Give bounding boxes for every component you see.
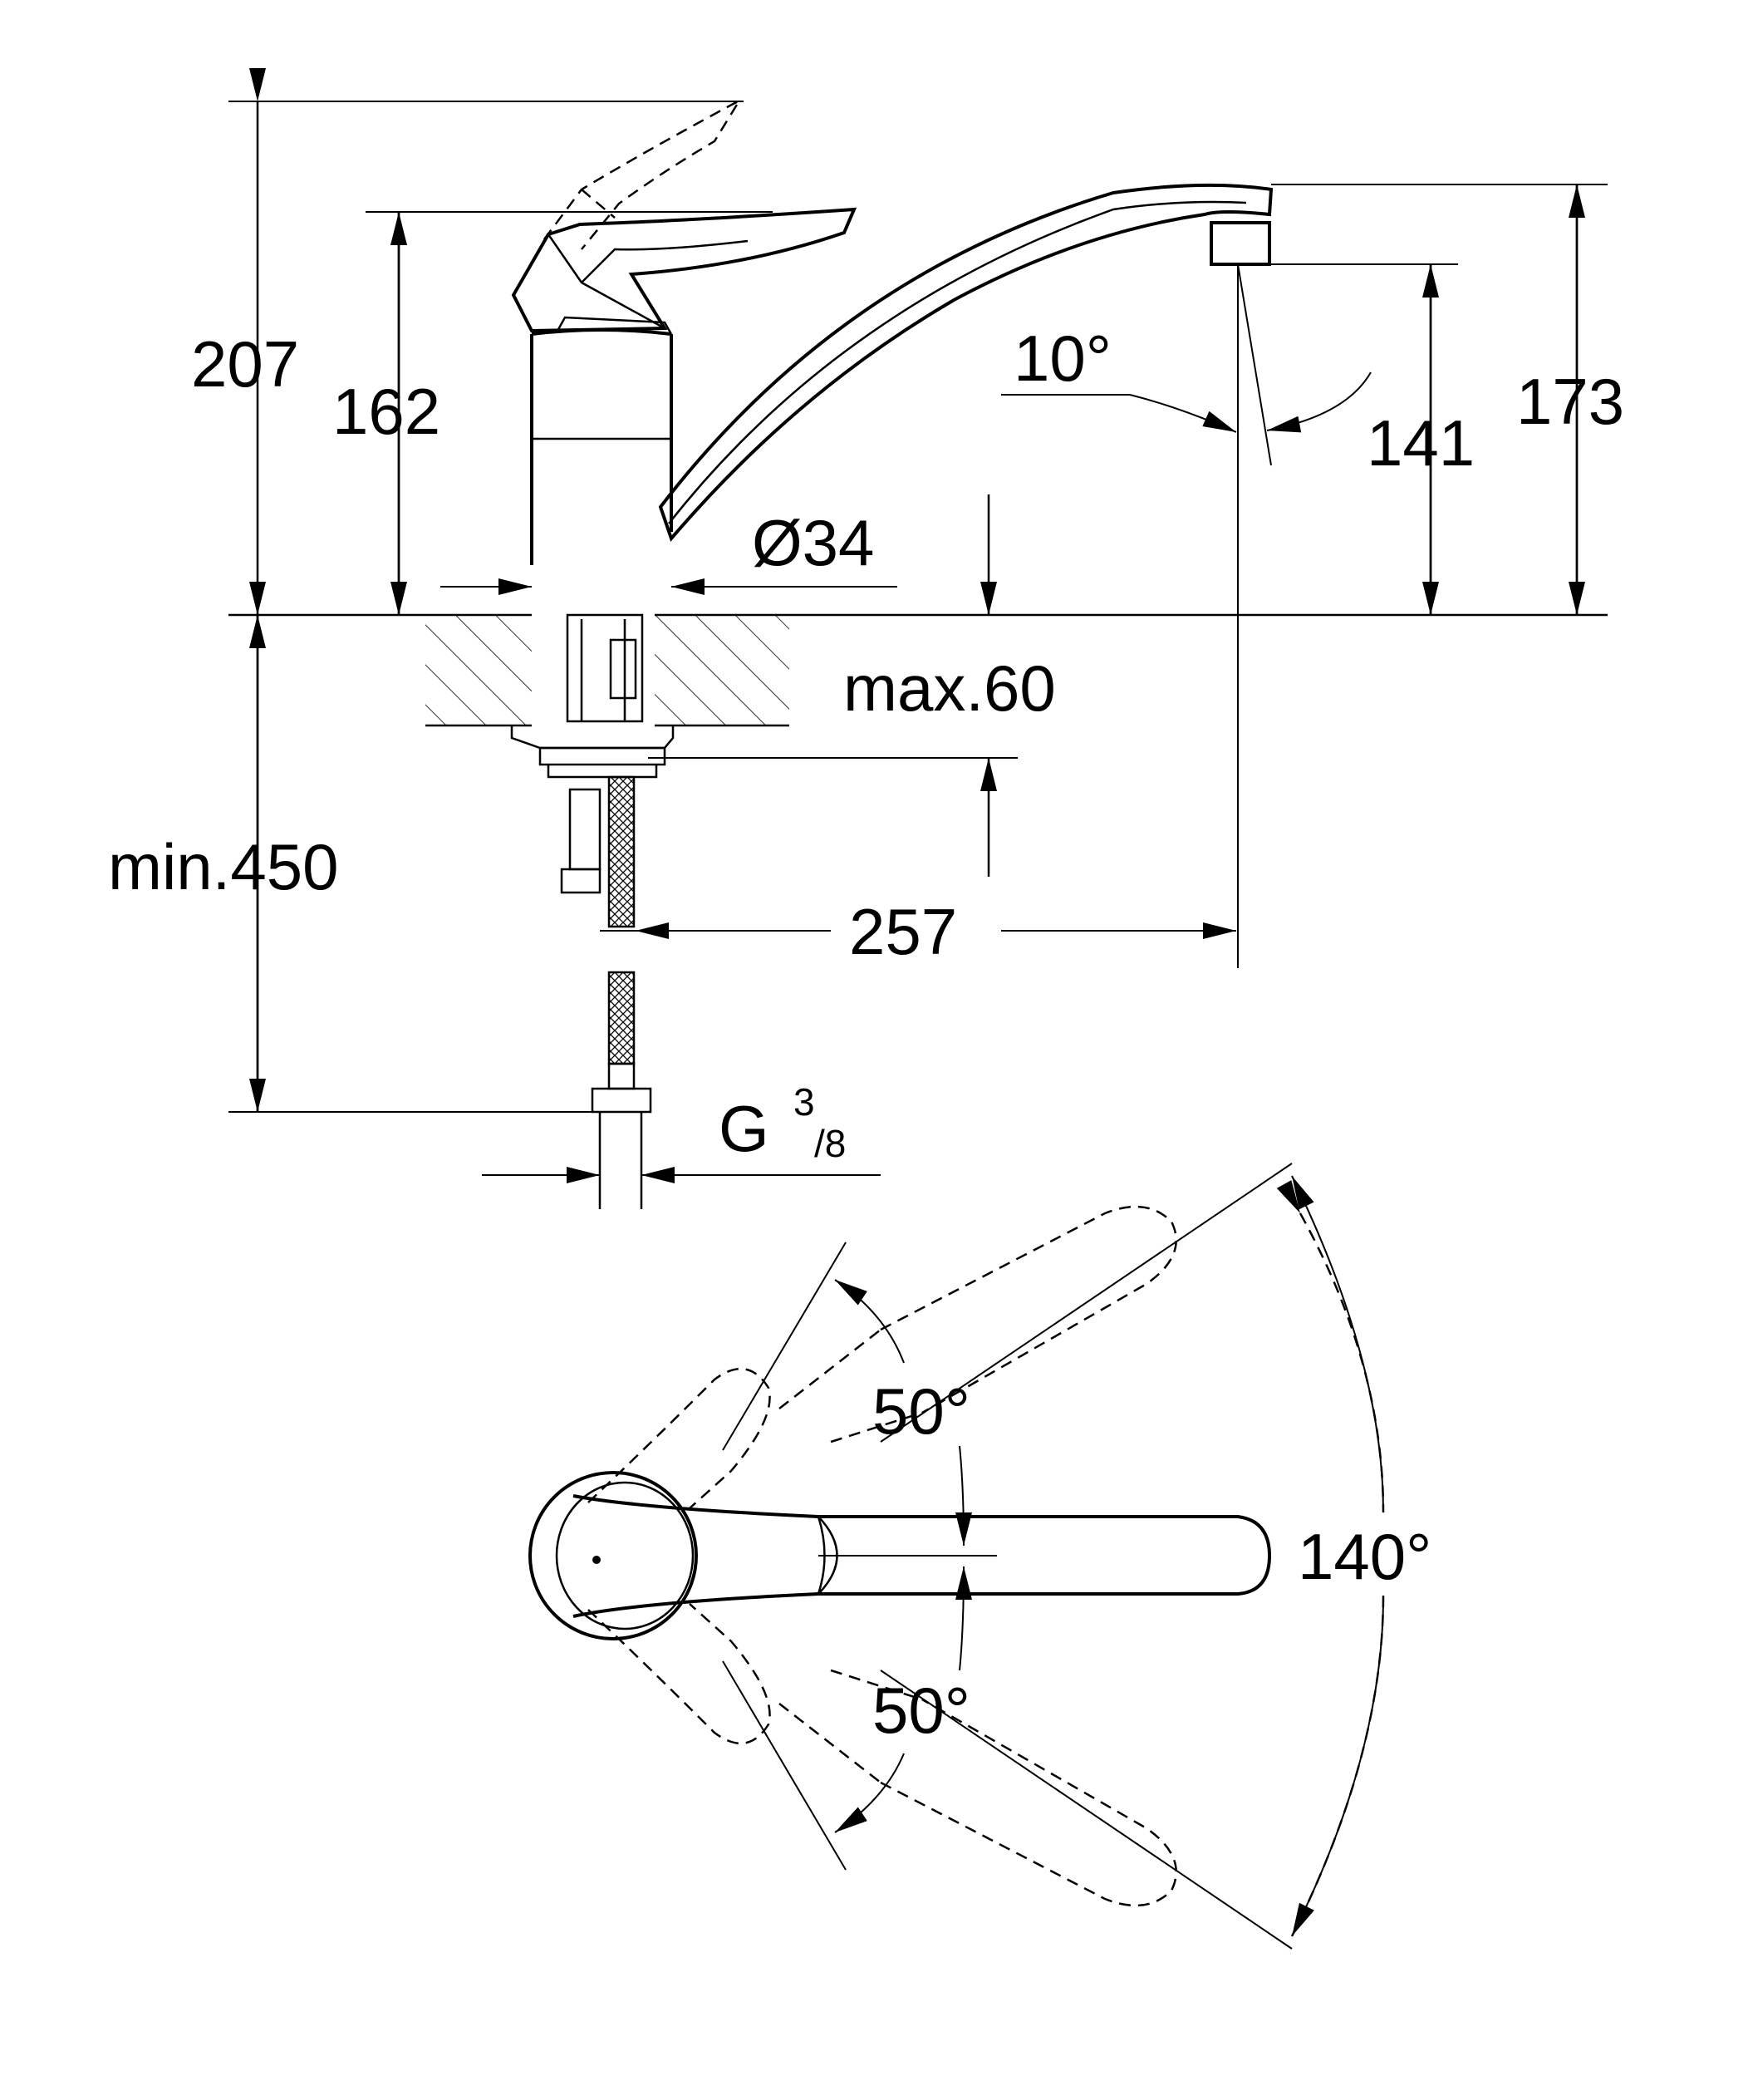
supply-assembly <box>510 613 675 1209</box>
lever-solid <box>511 207 857 333</box>
dim-10deg: 10° <box>1001 263 1372 968</box>
dim-173-label: 173 <box>1516 365 1624 438</box>
dim-d34-label: Ø34 <box>752 506 874 579</box>
dim-140deg: 140° <box>1276 1175 1431 1937</box>
dim-50deg-upper-label: 50° <box>872 1375 970 1448</box>
countertop-section <box>425 613 789 727</box>
dim-10deg-label: 10° <box>1014 322 1112 395</box>
dim-50deg-lower-label: 50° <box>872 1674 970 1747</box>
base-outline <box>528 1471 698 1640</box>
dim-162: 162 <box>332 211 773 615</box>
aerator <box>1210 221 1271 266</box>
dim-140deg-label: 140° <box>1298 1520 1431 1593</box>
dim-162-label: 162 <box>332 375 440 448</box>
dim-257: 257 <box>600 895 1236 968</box>
dim-g38-num: 3 <box>793 1080 815 1124</box>
lever-raised-dashed <box>543 97 743 250</box>
faucet-body <box>530 316 673 565</box>
dim-50deg-upper: 50° <box>834 1279 972 1547</box>
indicator-dot <box>592 1556 601 1564</box>
dim-max60-label: max.60 <box>843 652 1056 725</box>
dim-50deg-lower: 50° <box>834 1566 972 1833</box>
dim-max60: max.60 <box>648 494 1056 877</box>
side-view: 207 162 173 141 <box>108 68 1624 1209</box>
dim-141-label: 141 <box>1367 406 1475 480</box>
dim-g38-den: /8 <box>814 1122 846 1165</box>
dim-min450-label: min.450 <box>108 830 339 903</box>
top-lever-upper-dashed <box>587 1205 1177 1509</box>
dim-min450: min.450 <box>108 615 592 1113</box>
dim-d34: Ø34 <box>440 506 897 595</box>
dim-257-label: 257 <box>849 895 957 968</box>
dim-207: 207 <box>191 68 744 615</box>
dim-207-label: 207 <box>191 327 299 401</box>
dim-g38: G 3 /8 <box>482 1080 881 1183</box>
top-lever-lower-dashed <box>587 1603 1177 1907</box>
top-view: 50° 50° 140° <box>528 1163 1431 1950</box>
dim-173: 173 <box>1271 184 1624 615</box>
dim-g38-main: G <box>719 1092 769 1165</box>
spout <box>658 183 1274 542</box>
dim-141: 141 <box>1271 263 1475 615</box>
